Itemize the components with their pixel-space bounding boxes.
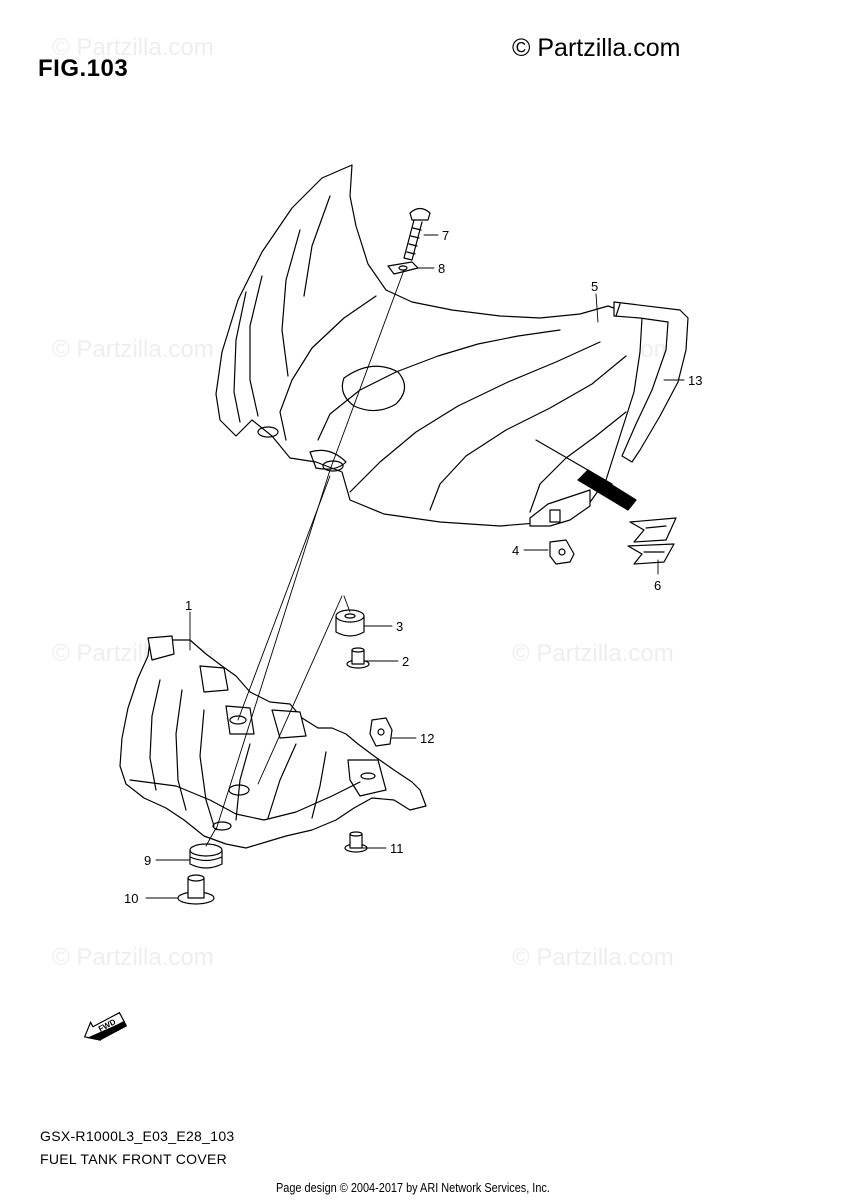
- watermark: © Partzilla.com: [52, 944, 214, 971]
- cushion-part-3[interactable]: [335, 609, 365, 637]
- clip-nut-part-4[interactable]: [549, 539, 575, 565]
- callout-3[interactable]: 3: [396, 619, 403, 634]
- page-footer: Page design © 2004-2017 by ARI Network S…: [276, 1180, 550, 1195]
- bolt-part-11[interactable]: [344, 831, 368, 853]
- callout-6[interactable]: 6: [654, 578, 661, 593]
- callout-12[interactable]: 12: [420, 731, 434, 746]
- screw-part-7[interactable]: [403, 207, 431, 261]
- callout-13[interactable]: 13: [688, 373, 702, 388]
- callout-9[interactable]: 9: [144, 853, 151, 868]
- clip-nut-part-12[interactable]: [369, 717, 393, 747]
- copyright-notice: © Partzilla.com: [512, 34, 681, 62]
- figure-label: FIG.103: [38, 55, 129, 82]
- callout-10[interactable]: 10: [124, 891, 138, 906]
- grommet-part-9[interactable]: [189, 843, 223, 869]
- callout-4[interactable]: 4: [512, 543, 519, 558]
- callout-labels: 1 2 3 4 5 6 7 8 9 10 11 12 13: [124, 228, 702, 906]
- watermark: © Partzilla.com: [512, 640, 674, 667]
- assembly-guide-lines: [205, 269, 405, 847]
- callout-5[interactable]: 5: [591, 279, 598, 294]
- lower-cover-part-1[interactable]: [119, 635, 427, 849]
- trim-strip-part-13[interactable]: [613, 301, 689, 463]
- watermark: © Partzilla.com: [52, 34, 214, 61]
- collar-part-10[interactable]: [177, 874, 215, 905]
- front-cover-part-5[interactable]: [215, 164, 643, 527]
- bolt-part-2[interactable]: [346, 647, 370, 669]
- forward-direction-arrow-icon: FWD: [83, 1011, 128, 1041]
- leader-lines: [145, 234, 685, 899]
- watermark: © Partzilla.com: [52, 336, 214, 363]
- callout-11[interactable]: 11: [390, 841, 404, 856]
- diagram-title: FUEL TANK FRONT COVER: [40, 1151, 228, 1167]
- watermark: © Partzilla.com: [512, 944, 674, 971]
- model-code: GSX-R1000L3_E03_E28_103: [40, 1128, 235, 1144]
- callout-7[interactable]: 7: [442, 228, 449, 243]
- callout-1[interactable]: 1: [185, 598, 192, 613]
- callout-8[interactable]: 8: [438, 261, 445, 276]
- emblem-part-6[interactable]: [627, 517, 677, 565]
- callout-2[interactable]: 2: [402, 654, 409, 669]
